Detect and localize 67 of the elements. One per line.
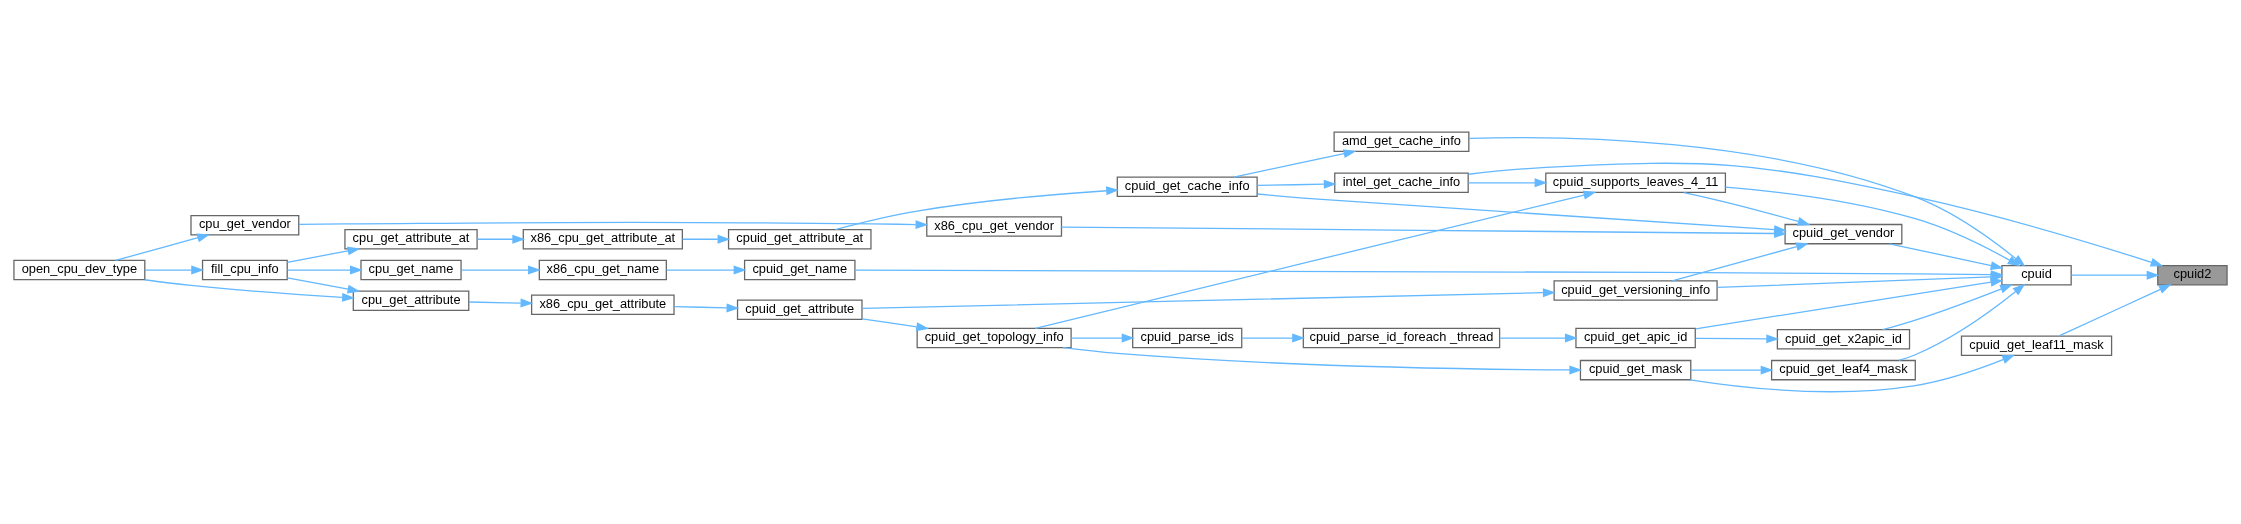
arrow (286, 277, 361, 294)
node-box: cpuid_get_versioning_info (1553, 280, 1718, 301)
arrow (1467, 178, 1548, 188)
arrow (1241, 333, 1306, 343)
arrow (1690, 365, 1774, 375)
arrow (2070, 270, 2160, 280)
arrow (1671, 242, 1809, 282)
arrow (1467, 162, 2164, 267)
arrow (286, 265, 363, 275)
arrow (144, 265, 205, 275)
arrow (114, 233, 210, 262)
arrow (1468, 136, 2026, 267)
node-box: cpu_get_attribute_at (344, 229, 478, 250)
node-box: cpuid_get_attribute_at (727, 229, 872, 250)
node-box: cpuid_get_x2apic_id (1776, 329, 1911, 350)
arrow (861, 318, 930, 332)
node-box: x86_cpu_get_vendor (926, 216, 1063, 237)
node-box: cpuid_get_name (743, 259, 856, 281)
node-box: cpuid_supports_leaves_4_11 (1545, 172, 1727, 194)
arrow (1498, 333, 1578, 343)
node-box: x86_cpu_get_name (538, 259, 667, 281)
arrow (1888, 243, 2004, 271)
arrow (286, 246, 361, 263)
node-box: amd_get_cache_info (1333, 131, 1470, 152)
arrow (1898, 283, 2026, 362)
node-box: cpuid_get_vendor (1784, 223, 1903, 245)
node-box: cpuid_parse_id_foreach _thread (1302, 327, 1501, 349)
arrow (1695, 277, 2004, 330)
node-box: cpuid_get_mask (1579, 359, 1692, 381)
arrow (1062, 347, 1583, 375)
arrow (1233, 149, 1357, 178)
arrow (861, 288, 1556, 310)
node-box: open_cpu_dev_type (13, 259, 146, 281)
node-box: cpuid_get_topology_info (916, 327, 1072, 349)
arrow (144, 279, 355, 302)
arrow (476, 234, 526, 244)
node-box: cpu_get_vendor (190, 214, 300, 236)
node-box: cpuid_parse_ids (1132, 327, 1243, 349)
arrow (298, 220, 929, 230)
arrow (1695, 334, 1780, 344)
node-box: cpuid_get_leaf4_mask (1770, 359, 1916, 381)
arrow (2058, 284, 2172, 337)
arrow (673, 303, 740, 313)
arrow (681, 234, 731, 244)
arrow (1724, 186, 2021, 267)
arrow (1689, 354, 2016, 393)
node-box: intel_get_cache_info (1334, 172, 1469, 194)
node-box: cpuid_get_attribute (736, 299, 863, 321)
arrow (1683, 191, 1811, 226)
node-box: x86_cpu_get_attribute_at (522, 229, 683, 250)
node-box: fill_cpu_info (201, 259, 288, 281)
node-box: cpu_get_attribute (352, 290, 470, 312)
arrow (460, 265, 541, 275)
node-box: cpuid_get_leaf11_mask (1960, 335, 2113, 356)
arrow (1034, 190, 1597, 329)
node-box: cpu_get_name (360, 259, 462, 281)
arrow (834, 186, 1120, 231)
arrow (1882, 284, 2013, 331)
node-box: cpuid2 (2157, 264, 2228, 286)
arrow (1070, 333, 1135, 343)
arrow (1256, 179, 1337, 189)
node-box: cpuid (2001, 264, 2072, 286)
node-box: cpuid_get_apic_id (1575, 327, 1696, 349)
arrow (468, 298, 534, 308)
node-box: cpuid_get_cache_info (1116, 176, 1258, 197)
node-box: x86_cpu_get_attribute (531, 294, 675, 315)
arrow (666, 265, 747, 275)
